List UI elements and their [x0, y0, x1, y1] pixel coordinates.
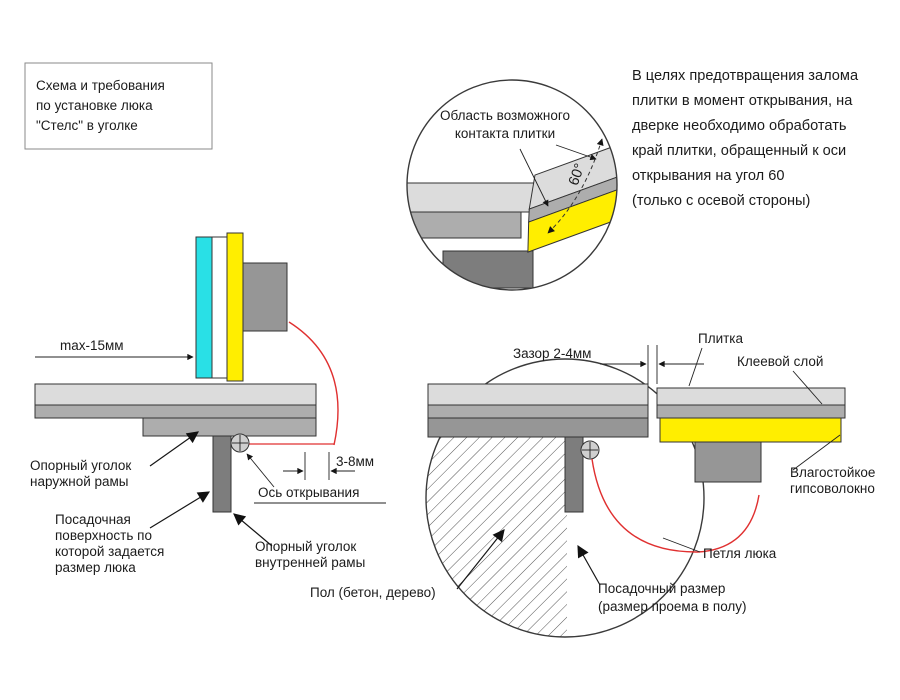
- title-box-frame: [24, 62, 213, 150]
- right-adhesive-leader: [792, 370, 823, 405]
- left-axis-leader: [246, 453, 275, 488]
- left-outer-corner-line-1: Опорный уголок: [30, 458, 131, 473]
- title-line-2: по установке люка: [36, 98, 153, 113]
- left-outer-corner-leader: [149, 431, 199, 467]
- detail-view: 60° Область возможного контакта плитки: [406, 79, 618, 291]
- left-seat-line-4: размер люка: [55, 560, 136, 575]
- right-diagram: Зазор 2-4мм Плитка Клеевой слой Влагосто…: [310, 331, 875, 638]
- detail-fixed-tile: [407, 182, 546, 213]
- left-frame-post: [212, 435, 232, 513]
- right-seat-size-line-2: (размер проема в полу): [598, 599, 747, 614]
- right-detail-circle: [425, 358, 705, 638]
- right-swing-arc: [591, 458, 760, 553]
- right-floor-leader: [456, 529, 505, 590]
- left-slab-adhesive: [34, 404, 317, 419]
- right-door-adhesive: [656, 404, 846, 419]
- right-adhesive-label: Клеевой слой: [737, 354, 823, 369]
- detail-angle-label: 60°: [566, 162, 589, 188]
- right-gypsum-leader: [792, 434, 841, 471]
- detail-circle-frame: [406, 79, 618, 291]
- detail-label-line-2: контакта плитки: [455, 126, 555, 141]
- left-swing-arc: [288, 321, 339, 446]
- right-gap-label: Зазор 2-4мм: [513, 346, 591, 361]
- left-door-middle-layer: [211, 236, 228, 379]
- detail-leader-2: [519, 148, 549, 207]
- left-inner-corner-line-1: Опорный уголок: [255, 539, 356, 554]
- right-slab-tile: [427, 383, 649, 406]
- left-gap-label: 3-8мм: [336, 454, 374, 469]
- right-door-tile: [656, 387, 846, 406]
- title-line-1: Схема и требования: [36, 78, 165, 93]
- right-seat-size-line-1: Посадочный размер: [598, 581, 725, 596]
- left-seat-line-1: Посадочная: [55, 512, 131, 527]
- note-line-5: открывания на угол 60: [632, 168, 784, 184]
- right-door-frame-block: [694, 441, 762, 483]
- detail-fixed-adhesive: [407, 211, 522, 239]
- right-door-gypsum: [659, 417, 842, 443]
- note-line-3: дверке необходимо обработать: [632, 118, 847, 134]
- left-max-label: max-15мм: [60, 338, 124, 353]
- left-seat-line-3: которой задается: [55, 544, 164, 559]
- left-outer-frame-corner: [142, 417, 317, 437]
- left-axis-label: Ось открывания: [258, 485, 359, 500]
- right-tile-label: Плитка: [698, 331, 744, 346]
- note-line-6: (только с осевой стороны): [632, 193, 810, 209]
- right-gypsum-line-1: Влагостойкое: [790, 465, 875, 480]
- detail-leader-1: [555, 144, 597, 161]
- left-inner-corner-leader: [233, 513, 273, 547]
- left-seat-line-2: поверхность по: [55, 528, 152, 543]
- left-inner-corner-line-2: внутренней рамы: [255, 555, 365, 570]
- detail-angle-arc: [547, 138, 604, 234]
- left-outer-corner-line-2: наружной рамы: [30, 474, 129, 489]
- note-line-1: В целях предотвращения залома: [632, 68, 859, 84]
- left-diagram: max-15мм Опорный уголок наружной рамы По…: [30, 232, 386, 575]
- right-gypsum-line-2: гипсоволокно: [790, 481, 875, 496]
- left-slab-tile: [34, 383, 317, 406]
- right-slab-adhesive: [427, 404, 649, 419]
- right-hinge-label: Петля люка: [703, 546, 777, 561]
- left-seat-leader: [149, 491, 211, 529]
- left-door-frame-block: [242, 262, 288, 332]
- title-line-3: "Стелс" в уголке: [36, 118, 138, 133]
- note-line-2: плитки в момент открывания, на: [632, 93, 853, 109]
- right-frame-post: [564, 436, 584, 513]
- note-text: В целях предотвращения залома плитки в м…: [632, 68, 859, 209]
- left-door-tile: [195, 236, 213, 379]
- left-door-gypsum: [226, 232, 244, 382]
- note-line-4: край плитки, обращенный к оси: [632, 143, 846, 159]
- title-box: Схема и требования по установке люка "Ст…: [24, 62, 213, 150]
- right-hinge-leader: [662, 537, 701, 553]
- right-tile-leader: [688, 347, 703, 387]
- detail-content: [407, 135, 617, 289]
- detail-label-line-1: Область возможного: [440, 108, 570, 123]
- right-floor-label: Пол (бетон, дерево): [310, 585, 436, 600]
- right-seat-size-leader: [577, 544, 601, 586]
- right-outer-frame-corner: [427, 417, 649, 438]
